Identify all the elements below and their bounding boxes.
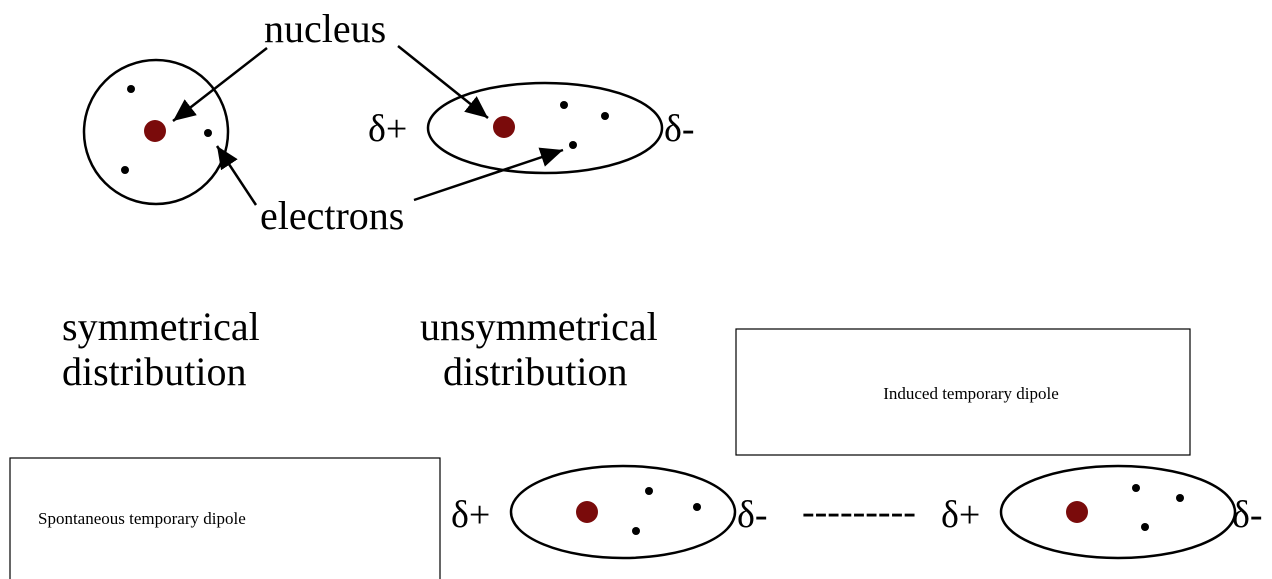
electron-dot [693, 503, 701, 511]
electron-dot [569, 141, 577, 149]
nucleus-dot [493, 116, 515, 138]
nucleus-dot [144, 120, 166, 142]
delta-plus-label: δ+ [941, 494, 980, 536]
induced-dipole-box: Induced temporary dipole [736, 329, 1190, 455]
electron-dot [1176, 494, 1184, 502]
induced-dipole-caption: Induced temporary dipole [883, 384, 1059, 403]
spontaneous-dipole-caption: Spontaneous temporary dipole [38, 509, 246, 528]
electron-dot [560, 101, 568, 109]
electrons-arrow-left [217, 146, 256, 205]
unsymmetrical-label-line1: unsymmetrical [420, 304, 658, 349]
nucleus-arrow-left [173, 48, 267, 121]
unsymmetrical-label-line2: distribution [443, 349, 627, 394]
delta-minus-label: δ- [737, 494, 768, 536]
atom-cloud-ellipse [1001, 466, 1235, 558]
symmetrical-label-line1: symmetrical [62, 304, 260, 349]
electron-dot [1132, 484, 1140, 492]
delta-plus-label: δ+ [368, 108, 407, 150]
electrons-label: electrons [260, 193, 404, 238]
electron-dot [121, 166, 129, 174]
electron-dot [127, 85, 135, 93]
dipole-connector: --------- [802, 491, 916, 533]
delta-minus-label: δ- [1232, 494, 1263, 536]
electrons-arrow-right [414, 150, 563, 200]
electron-dot [1141, 523, 1149, 531]
nucleus-dot [1066, 501, 1088, 523]
electron-dot [645, 487, 653, 495]
electron-dot [601, 112, 609, 120]
nucleus-label: nucleus [264, 6, 386, 51]
induced-dipole-atom: δ+ δ- [941, 466, 1263, 558]
electron-dot [204, 129, 212, 137]
spontaneous-dipole-box: Spontaneous temporary dipole [10, 458, 440, 579]
symmetrical-atom [84, 60, 228, 204]
symmetrical-label-line2: distribution [62, 349, 246, 394]
spontaneous-dipole-atom: δ+ δ- [451, 466, 768, 558]
atom-cloud-ellipse [511, 466, 735, 558]
electron-dot [632, 527, 640, 535]
delta-plus-label: δ+ [451, 494, 490, 536]
delta-minus-label: δ- [664, 108, 695, 150]
nucleus-dot [576, 501, 598, 523]
